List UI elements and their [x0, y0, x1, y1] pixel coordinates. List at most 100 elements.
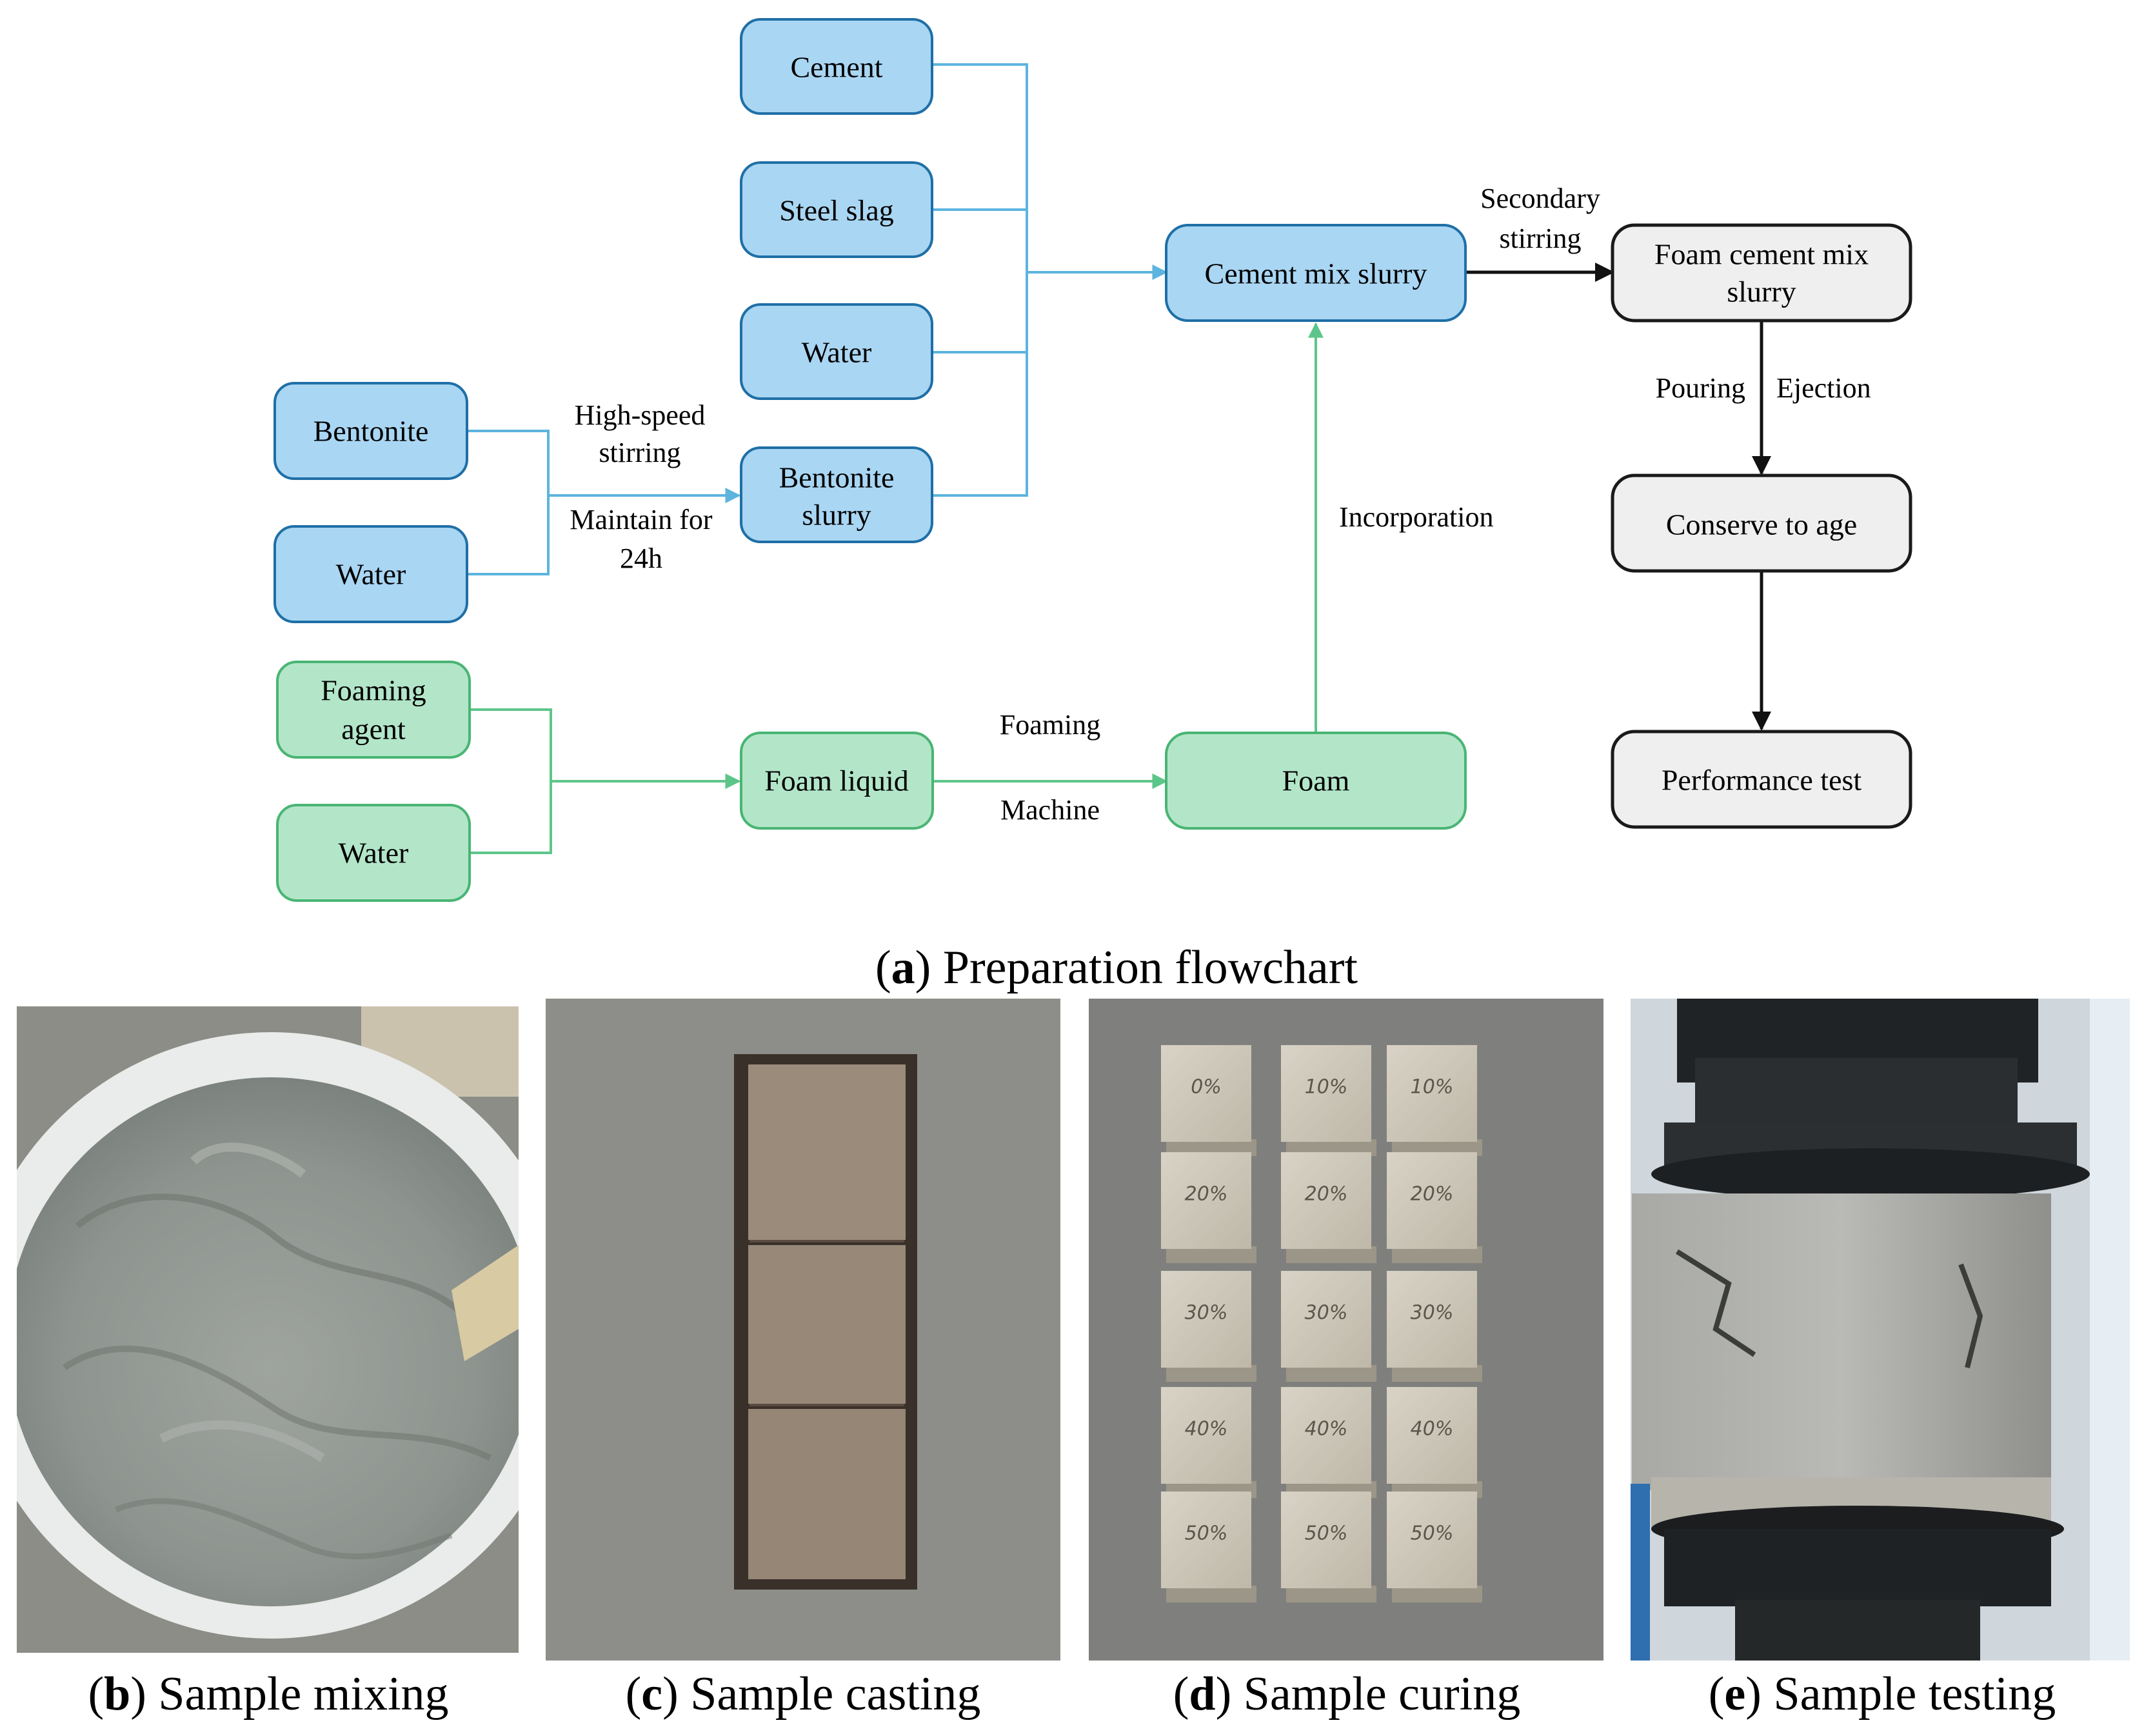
- cube-label: 20%: [1305, 1183, 1348, 1206]
- photo-sample-casting: [546, 999, 1060, 1661]
- cube-face: [1281, 1271, 1371, 1368]
- cube-side: [1392, 1365, 1482, 1382]
- label-incorporation: Incorporation: [1339, 501, 1493, 533]
- connector-cement: [932, 63, 1028, 272]
- label-pouring: Pouring: [1656, 372, 1745, 404]
- cube-label: 50%: [1411, 1522, 1454, 1545]
- connector-foaming-agent: [470, 708, 552, 854]
- photo-sample-mixing: [17, 1006, 519, 1653]
- node-foam-liquid-label: Foam liquid: [764, 764, 909, 797]
- node-bentonite-slurry: Bentonite slurry: [740, 446, 933, 543]
- node-water-main: Water: [740, 303, 933, 400]
- caption-e-letter: e: [1724, 1668, 1745, 1721]
- label-ejection: Ejection: [1776, 372, 1871, 404]
- caption-d-letter: d: [1189, 1668, 1215, 1721]
- caption-a-letter: a: [891, 941, 915, 994]
- cube-label: 30%: [1305, 1302, 1348, 1324]
- node-foam: Foam: [1165, 732, 1467, 830]
- node-performance-test-label: Performance test: [1662, 764, 1862, 797]
- node-water-bentonite: Water: [273, 525, 468, 623]
- cube-label: 30%: [1411, 1302, 1454, 1324]
- label-high-speed-line1: High-speed: [575, 399, 706, 431]
- node-foam-cement-mix-slurry-line1: Foam cement mix: [1654, 238, 1869, 271]
- node-cement-mix-slurry: Cement mix slurry: [1165, 224, 1467, 322]
- node-performance-test: Performance test: [1611, 730, 1912, 829]
- caption-a-text: Preparation flowchart: [931, 941, 1358, 994]
- node-cement-mix-slurry-label: Cement mix slurry: [1205, 257, 1427, 290]
- caption-c-letter: c: [641, 1668, 662, 1721]
- label-high-speed-line2: stirring: [599, 437, 680, 468]
- node-foam-cement-mix-slurry-line2: slurry: [1727, 275, 1796, 308]
- node-conserve-to-age: Conserve to age: [1611, 474, 1912, 573]
- node-bentonite-slurry-line1: Bentonite: [779, 461, 895, 494]
- node-conserve-to-age-label: Conserve to age: [1666, 508, 1857, 541]
- connectors: [467, 63, 1771, 854]
- cube-face: [1281, 1045, 1371, 1142]
- node-steel-slag: Steel slag: [740, 161, 933, 258]
- cube-face: [1387, 1045, 1477, 1142]
- node-bentonite-label: Bentonite: [313, 415, 429, 448]
- edge-labels: High-speed stirring Maintain for 24h Sec…: [570, 183, 1871, 826]
- cube-label: 40%: [1185, 1418, 1228, 1441]
- cube-face: [1281, 1387, 1371, 1484]
- cube-side: [1286, 1246, 1376, 1263]
- cube-label: 0%: [1191, 1076, 1222, 1099]
- label-secondary-line2: stirring: [1499, 223, 1581, 254]
- label-machine: Machine: [1000, 794, 1100, 826]
- label-maintain-line2: 24h: [620, 543, 662, 574]
- node-foam-liquid: Foam liquid: [740, 732, 934, 830]
- cube-face: [1281, 1152, 1371, 1249]
- caption-e-text: Sample testing: [1762, 1668, 2056, 1721]
- cube-label: 40%: [1411, 1418, 1454, 1441]
- node-bentonite: Bentonite: [273, 382, 468, 480]
- cube-face: [1387, 1492, 1477, 1588]
- node-cement: Cement: [740, 18, 933, 115]
- cube-face: [1387, 1271, 1477, 1368]
- caption-c: (c) Sample casting: [626, 1668, 981, 1721]
- photo-sample-curing: 0%10%10%20%20%20%30%30%30%40%40%40%50%50…: [1089, 999, 1603, 1661]
- node-water-main-label: Water: [802, 336, 872, 369]
- cube-grid: 0%10%10%20%20%20%30%30%30%40%40%40%50%50…: [1161, 1045, 1482, 1602]
- cube-face: [1161, 1045, 1251, 1142]
- cube-side: [1286, 1586, 1376, 1602]
- cube-label: 50%: [1305, 1522, 1348, 1545]
- label-foaming: Foaming: [1000, 709, 1100, 741]
- photo-sample-testing: [1631, 999, 2130, 1661]
- cube-label: 10%: [1305, 1076, 1348, 1099]
- cube-label: 40%: [1305, 1418, 1348, 1441]
- nodes: Cement Steel slag Water Bentonite slurry…: [273, 18, 1912, 902]
- cube-face: [1387, 1387, 1477, 1484]
- cube-face: [1161, 1271, 1251, 1368]
- cube-label: 30%: [1185, 1302, 1228, 1324]
- label-maintain-line1: Maintain for: [570, 504, 713, 535]
- node-steel-slag-label: Steel slag: [779, 194, 894, 227]
- caption-b: (b) Sample mixing: [88, 1668, 448, 1721]
- cube-side: [1166, 1246, 1256, 1263]
- node-bentonite-slurry-line2: slurry: [802, 499, 871, 532]
- connector-bentonite-slurry: [932, 272, 1028, 497]
- node-foam-label: Foam: [1282, 764, 1350, 797]
- caption-c-text: Sample casting: [679, 1668, 981, 1721]
- cube-face: [1387, 1152, 1477, 1249]
- caption-a: (a) Preparation flowchart: [875, 941, 1358, 994]
- cube-side: [1166, 1586, 1256, 1602]
- node-cement-label: Cement: [790, 51, 882, 84]
- node-water-bentonite-label: Water: [336, 558, 406, 591]
- cube-face: [1161, 1387, 1251, 1484]
- node-foaming-agent-line1: Foaming: [321, 674, 426, 707]
- cube-face: [1161, 1492, 1251, 1588]
- cube-side: [1392, 1586, 1482, 1602]
- caption-e: (e) Sample testing: [1709, 1668, 2056, 1721]
- node-foaming-agent: Foaming agent: [276, 661, 471, 759]
- cube-label: 50%: [1185, 1522, 1228, 1545]
- cube-side: [1392, 1246, 1482, 1263]
- cube-label: 20%: [1185, 1183, 1228, 1206]
- node-foam-cement-mix-slurry: Foam cement mix slurry: [1611, 223, 1912, 323]
- caption-d: (d) Sample curing: [1173, 1668, 1520, 1721]
- label-secondary-line1: Secondary: [1480, 183, 1600, 214]
- connector-bentonite: [467, 430, 550, 575]
- caption-b-text: Sample mixing: [146, 1668, 449, 1721]
- cube-face: [1161, 1152, 1251, 1249]
- node-foaming-agent-line2: agent: [341, 713, 406, 746]
